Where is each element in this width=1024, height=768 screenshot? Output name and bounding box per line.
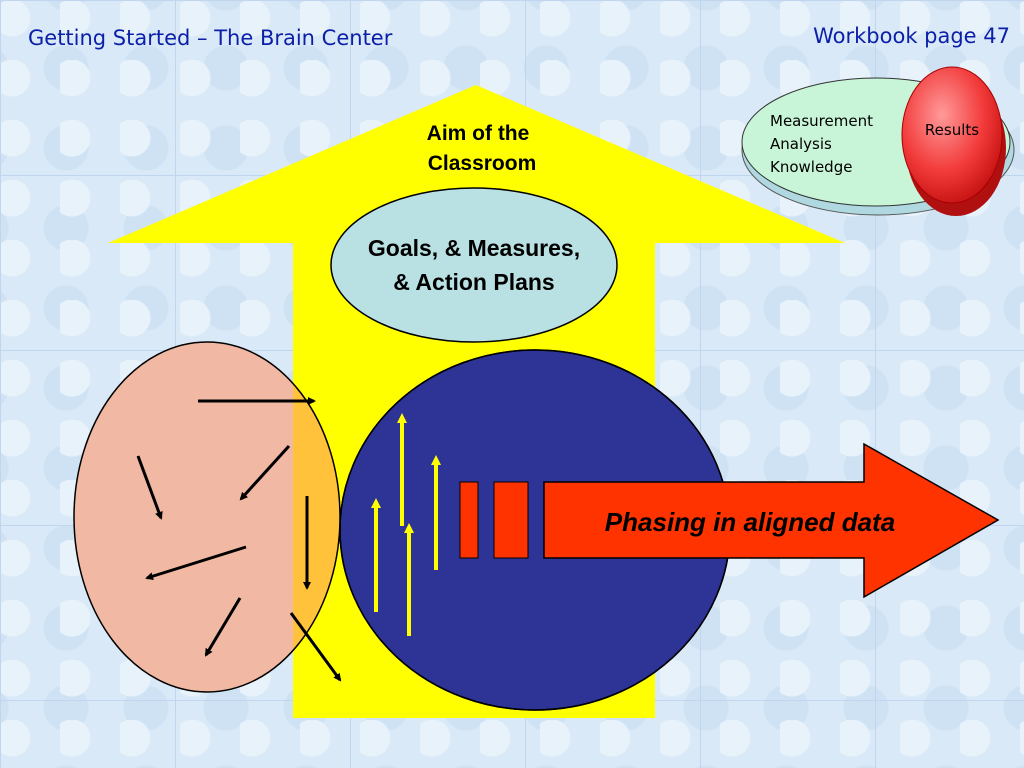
workbook-page-ref: Workbook page 47 — [813, 24, 1010, 48]
goals-label-line1: Goals, & Measures, — [368, 235, 580, 261]
page-title: Getting Started – The Brain Center — [28, 26, 393, 50]
unaligned-circle — [74, 342, 340, 692]
phasing-arrow — [543, 442, 1000, 599]
aim-label-line1: Aim of the — [427, 122, 530, 145]
scatter-arrow — [289, 612, 342, 682]
scatter-arrow — [145, 545, 247, 581]
results-disc — [901, 66, 1003, 204]
mak-line1: Measurement — [770, 112, 873, 130]
results-label: Results — [925, 121, 979, 139]
goals-oval — [330, 187, 618, 343]
phasing-bar-2 — [493, 481, 529, 559]
scatter-arrow — [239, 444, 291, 501]
goals-label-line2: & Action Plans — [393, 269, 554, 295]
aim-label-line2: Classroom — [428, 152, 537, 175]
phasing-label: Phasing in aligned data — [605, 507, 895, 537]
mak-line3: Knowledge — [770, 158, 852, 176]
scatter-arrow — [136, 455, 163, 520]
scatter-arrow — [204, 597, 242, 657]
phasing-bar-1 — [459, 481, 479, 559]
mak-line2: Analysis — [770, 135, 832, 153]
